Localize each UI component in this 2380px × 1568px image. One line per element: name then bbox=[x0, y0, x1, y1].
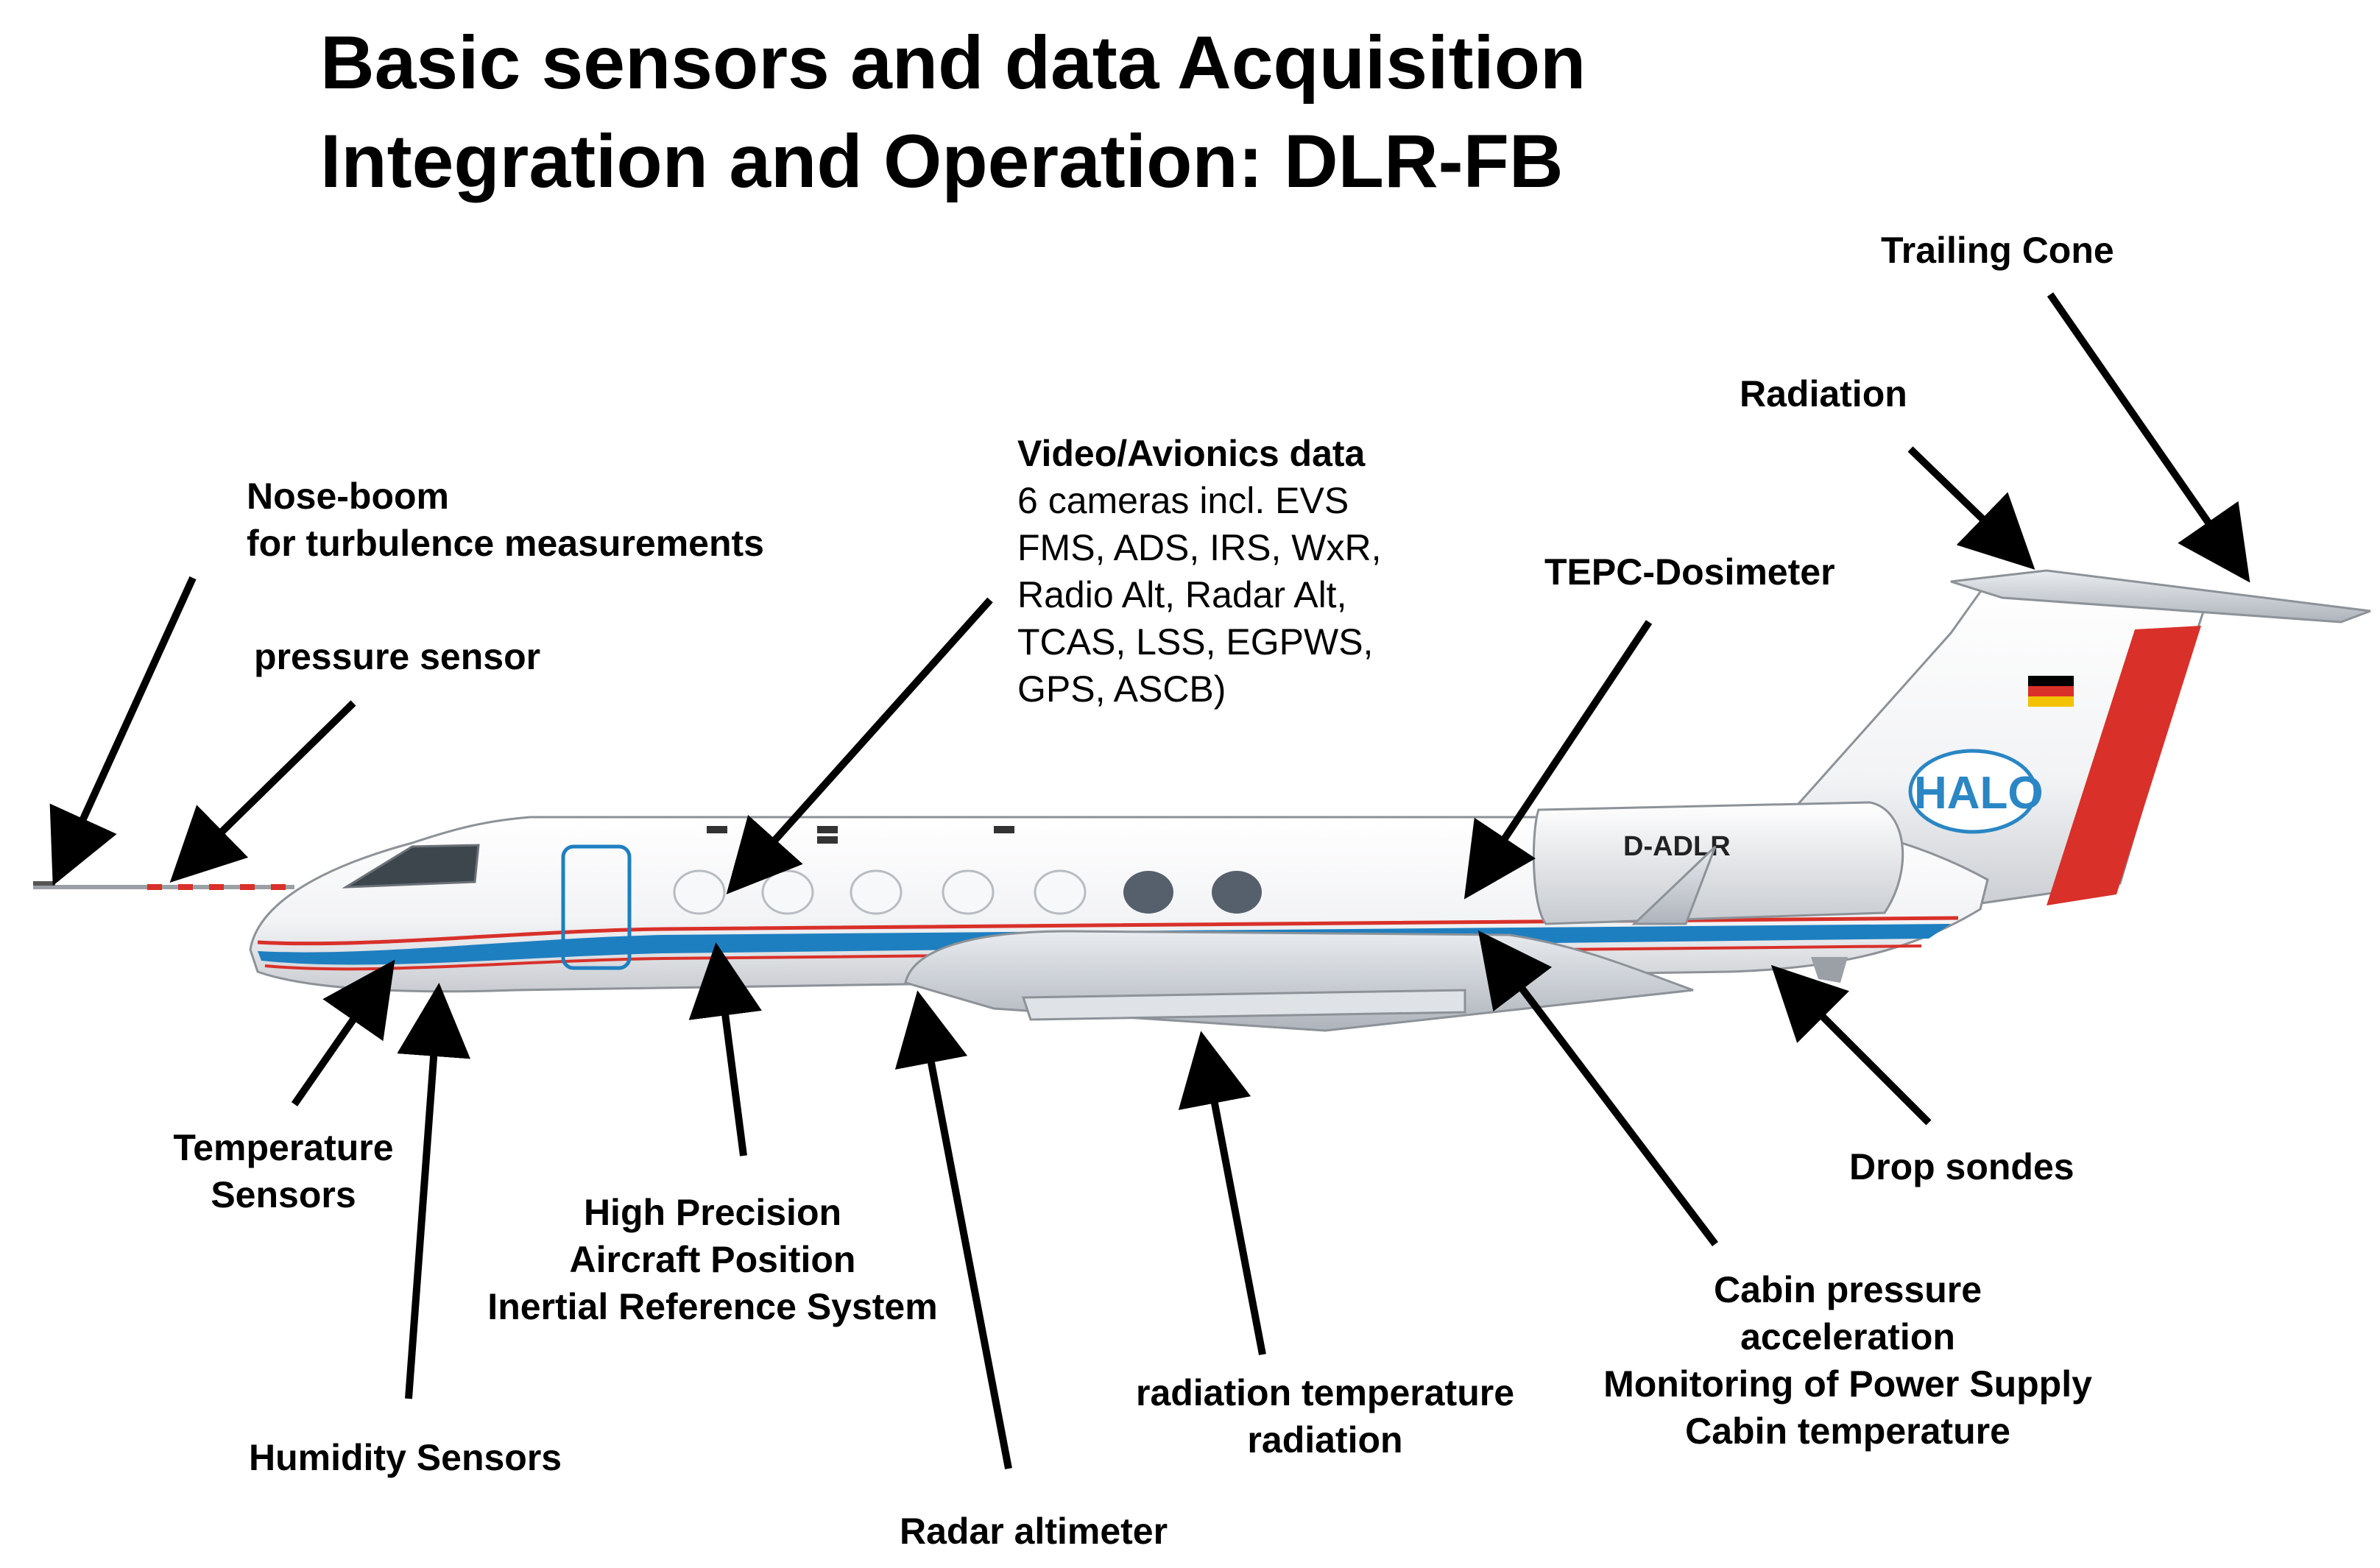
arrow-radar-altimeter bbox=[894, 990, 1012, 1469]
label-video-avionics: Video/Avionics data 6 cameras incl. EVS … bbox=[1017, 433, 1382, 710]
arrow-drop-sondes bbox=[1770, 964, 1932, 1126]
label-radiation: Radiation bbox=[1740, 373, 1907, 414]
label-pressure-sensor: pressure sensor bbox=[254, 636, 541, 677]
arrow-radiation bbox=[1907, 446, 2035, 570]
cabin-door bbox=[561, 844, 632, 970]
arrow-pressure-sensor bbox=[169, 700, 356, 883]
engine: D-ADLR bbox=[1532, 801, 1904, 925]
cabin-windows bbox=[673, 869, 1087, 915]
arrow-video-avionics bbox=[726, 597, 993, 894]
camera-windows bbox=[1123, 871, 1262, 914]
arrow-temperature bbox=[291, 959, 395, 1106]
registration-text: D-ADLR bbox=[1623, 831, 1731, 862]
title-line-2: Integration and Operation: DLR-FB bbox=[320, 119, 1564, 203]
page-title: Basic sensors and data Acquisition Integ… bbox=[320, 13, 1586, 211]
label-nose-boom: Nose-boom for turbulence measurements bbox=[247, 476, 764, 564]
label-tepc-dosimeter: TEPC-Dosimeter bbox=[1544, 551, 1835, 593]
svg-text:HALO: HALO bbox=[1914, 768, 2044, 819]
label-cabin: Cabin pressure acceleration Monitoring o… bbox=[1603, 1269, 2092, 1452]
arrow-trailing-cone bbox=[2047, 292, 2250, 583]
arrow-cabin bbox=[1477, 930, 1718, 1247]
title-line-1: Basic sensors and data Acquisition bbox=[320, 21, 1586, 105]
german-flag-icon bbox=[2028, 676, 2074, 707]
label-temperature-sensors: Temperature Sensors bbox=[173, 1127, 394, 1215]
arrow-nose-boom bbox=[49, 576, 197, 886]
arrow-radiation-temperature bbox=[1178, 1031, 1266, 1355]
label-radar-altimeter: Radar altimeter bbox=[900, 1511, 1168, 1552]
arrow-high-precision bbox=[688, 942, 762, 1156]
tail-red-stripe bbox=[2047, 626, 2201, 905]
label-radiation-temperature: radiation temperature radiation bbox=[1135, 1372, 1514, 1461]
label-humidity-sensors: Humidity Sensors bbox=[249, 1437, 562, 1478]
halo-logo: HALO bbox=[1908, 749, 2044, 834]
label-high-precision: High Precision Aircraft Position Inertia… bbox=[487, 1192, 938, 1327]
arrow-tepc bbox=[1463, 620, 1653, 900]
label-trailing-cone: Trailing Cone bbox=[1881, 230, 2114, 271]
label-drop-sondes: Drop sondes bbox=[1849, 1146, 2074, 1187]
arrow-humidity bbox=[397, 983, 471, 1399]
